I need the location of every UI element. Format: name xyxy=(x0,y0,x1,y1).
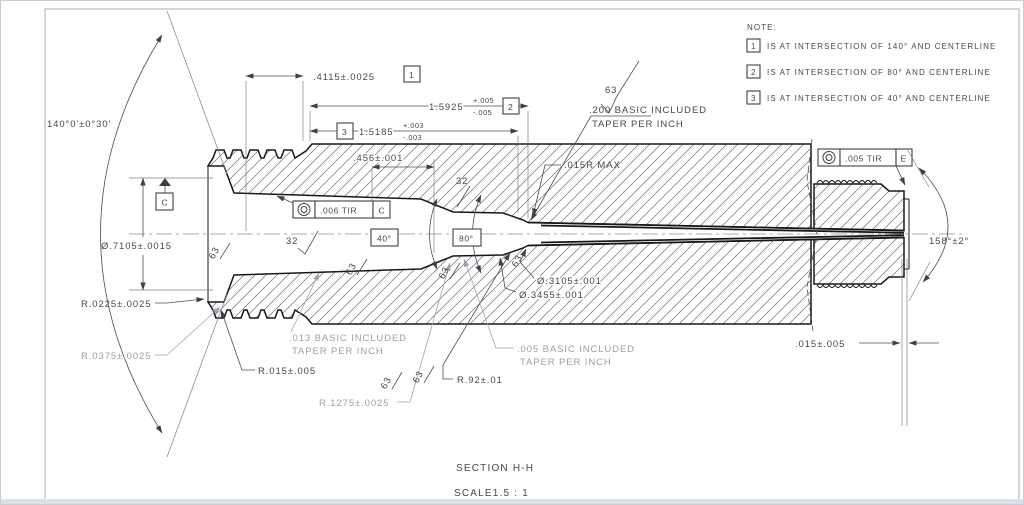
finish-63-a: 63 xyxy=(207,245,223,261)
angle-158-label: 158°±2° xyxy=(929,236,969,247)
dim-15185: 3 1.5185 +.003 -.003 xyxy=(309,120,519,213)
taper-200-line1: .200 BASIC INCLUDED xyxy=(589,105,707,116)
angle-80-dim: 80° xyxy=(452,194,482,274)
r015-max-label: .015R MAX xyxy=(564,160,621,171)
knurl-bottom xyxy=(816,284,878,288)
finish-63-d: 63 xyxy=(379,375,395,391)
break-line xyxy=(806,138,818,332)
note-2-text: IS AT INTERSECTION OF 80° AND CENTERLINE xyxy=(767,68,991,77)
dia-3105-dim: Ø.3105±.001 63 xyxy=(510,248,602,289)
note-1-text: IS AT INTERSECTION OF 140° AND CENTERLIN… xyxy=(767,42,996,51)
finish-63-throat: 63 xyxy=(510,253,526,269)
r92-label: R.92±.01 xyxy=(457,375,503,386)
part-section xyxy=(206,138,910,332)
taper-013-line1: .013 BASIC INCLUDED xyxy=(289,333,407,344)
fcf-006-value: .006 TIR xyxy=(320,206,357,216)
r1275-label: R.1275±.0025 xyxy=(319,398,389,409)
dim-7105: Ø.7105±.0015 xyxy=(101,177,213,291)
end-face-step xyxy=(904,198,910,270)
angle-40-label: 40° xyxy=(377,234,392,244)
taper-005-line1: .005 BASIC INCLUDED xyxy=(517,344,635,355)
finish-marks: 32 32 63 63 63 63 63 xyxy=(207,176,471,391)
r015-max-note: .015R MAX xyxy=(532,160,621,217)
r015-dim: R.015±.005 xyxy=(220,309,316,377)
finish-63-b: 63 xyxy=(344,261,360,277)
angle-158-dim: 158°±2° xyxy=(906,148,969,302)
taper-013-line2: TAPER PER INCH xyxy=(292,346,384,357)
angle-40-dim: 40° xyxy=(370,198,438,270)
r92-dim: R.92±.01 xyxy=(442,252,511,386)
taper-005-line2: TAPER PER INCH xyxy=(520,357,612,368)
sheet-border xyxy=(44,8,1020,504)
taper-200-note: .200 BASIC INCLUDED TAPER PER INCH 63 xyxy=(530,60,707,221)
finish-32-a: 32 xyxy=(286,236,298,247)
fcf-005-datum: E xyxy=(901,154,907,164)
notes-block: NOTE: 1 IS AT INTERSECTION OF 140° AND C… xyxy=(746,23,996,105)
note-3-text: IS AT INTERSECTION OF 40° AND CENTERLINE xyxy=(767,94,991,103)
datum-c: C xyxy=(155,178,174,211)
dim-15185-minus: -.003 xyxy=(403,133,422,142)
finish-mark-icon xyxy=(600,60,640,114)
knurl-top xyxy=(816,180,878,184)
taper-005-note: .005 BASIC INCLUDED TAPER PER INCH xyxy=(463,258,635,368)
taper-013-note: .013 BASIC INCLUDED TAPER PER INCH xyxy=(289,272,407,357)
angle-140-label: 140°0'±0°30' xyxy=(47,119,111,130)
angle-140-dim: 140°0'±0°30' xyxy=(47,10,228,458)
note-3-flag: 3 xyxy=(751,94,757,103)
r0225-dim: R.0225±.0025 xyxy=(81,297,205,310)
finish-32-b: 32 xyxy=(456,176,468,187)
dim-015-step: .015±.005 xyxy=(795,259,939,426)
fcf-006-tir: .006 TIR C xyxy=(276,195,391,219)
notes-heading: NOTE: xyxy=(747,23,777,32)
dim-015-label: .015±.005 xyxy=(795,339,845,350)
shank-top-half xyxy=(813,183,905,232)
datum-c-label: C xyxy=(162,198,169,208)
dia-3105-label: Ø.3105±.001 xyxy=(537,276,602,287)
r0375-label: R.0375±.0025 xyxy=(81,351,151,362)
dim-15925: 1.5925 +.005 -.005 2 xyxy=(309,95,529,219)
r0225-label: R.0225±.0025 xyxy=(81,299,151,310)
dim-456-label: .456±.001 xyxy=(353,153,403,164)
concentricity-icon xyxy=(300,206,308,213)
note-1-flag: 1 xyxy=(751,42,757,51)
dim-15185-label: 1.5185 xyxy=(359,127,393,138)
section-label: SECTION H-H xyxy=(456,463,534,474)
dim-15925-plus: +.005 xyxy=(473,96,494,105)
body-bottom-half xyxy=(206,238,812,325)
body-top-half xyxy=(206,143,812,230)
shank-bottom-half xyxy=(813,236,905,285)
dim-4115-flag: 1 xyxy=(409,70,414,80)
finish-63-c: 63 xyxy=(437,265,453,281)
fcf-005-value: .005 TIR xyxy=(845,154,882,164)
dim-15925-flag: 2 xyxy=(508,102,513,112)
scale-label: SCALE1.5 : 1 xyxy=(454,488,529,499)
r1275-dim: R.1275±.0025 xyxy=(319,262,451,409)
dim-4115-label: .4115±.0025 xyxy=(313,72,375,83)
dim-15185-plus: +.003 xyxy=(403,121,424,130)
concentricity-icon xyxy=(825,154,833,161)
dim-15185-flag: 3 xyxy=(342,127,347,137)
r0375-dim: R.0375±.0025 xyxy=(81,306,221,362)
dim-7105-label: Ø.7105±.0015 xyxy=(101,241,172,252)
bore-taper-lines xyxy=(527,221,905,247)
finish-63-top: 63 xyxy=(605,85,617,96)
r015-label: R.015±.005 xyxy=(258,366,316,377)
finish-63-e: 63 xyxy=(411,369,427,385)
note-2-flag: 2 xyxy=(751,68,757,77)
dia-3455-label: Ø.3455±.001 xyxy=(519,290,584,301)
fcf-005-tir: .005 TIR E xyxy=(817,148,913,186)
dia-3455-dim: Ø.3455±.001 xyxy=(498,257,584,303)
dim-15925-minus: -.005 xyxy=(473,108,492,117)
window-bottom-strip xyxy=(1,499,1023,504)
fcf-006-datum: C xyxy=(379,206,386,216)
dim-4115: .4115±.0025 1 xyxy=(245,65,421,231)
view-title: SECTION H-H SCALE1.5 : 1 xyxy=(454,463,534,499)
angle-80-label: 80° xyxy=(459,234,474,244)
dim-15925-label: 1.5925 xyxy=(429,102,463,113)
taper-200-line2: TAPER PER INCH xyxy=(592,119,684,130)
